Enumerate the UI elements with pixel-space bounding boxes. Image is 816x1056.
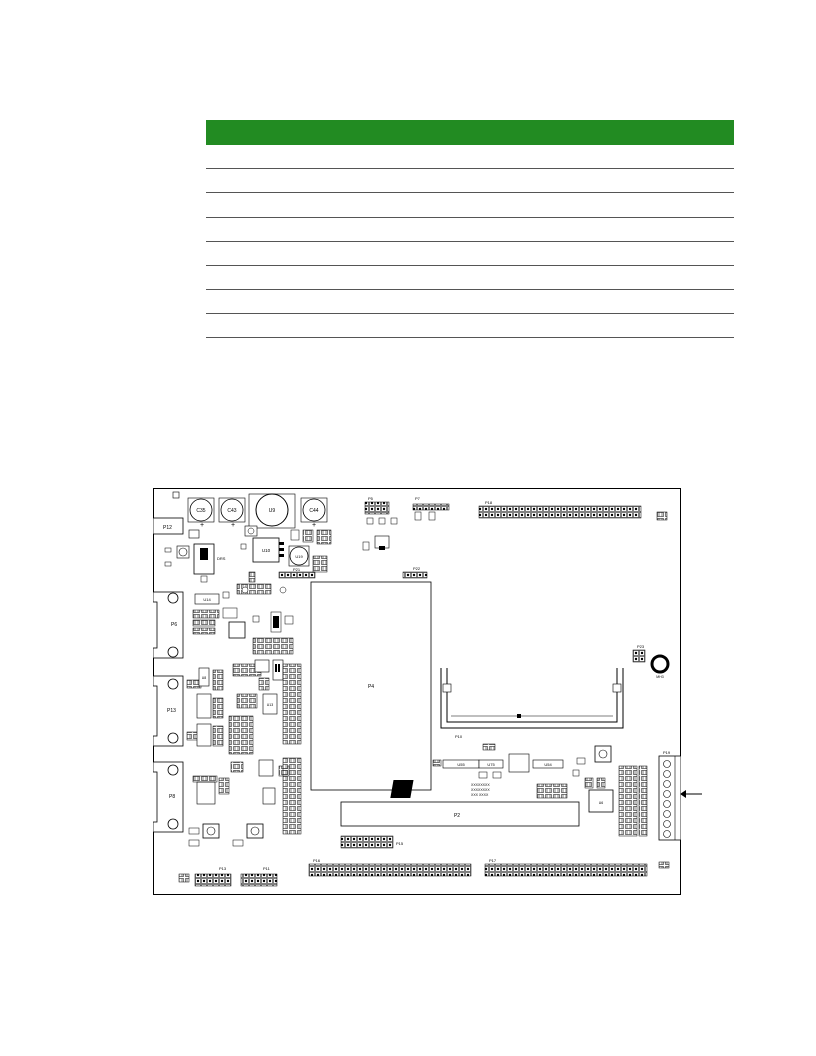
connector-p16: P16 [308,858,472,877]
u75-label: U75 [487,762,495,767]
board-layout-figure: C35 + C43 + U9 C44 + P12 DRS [148,488,682,895]
connector-p21: P21 [278,567,316,579]
ic-u55: U55 [442,759,480,769]
p23-label: P23 [637,644,645,649]
connector-p18: P18 [478,500,642,519]
u13-label: U13 [267,703,273,707]
logo-line-3: XXX XXXX [471,793,489,797]
inductor-u9: U9 [248,493,296,529]
capacitor-c35: C35 + [187,497,215,529]
connector-p12: P12 [152,517,184,535]
sodimm-socket-p10: P10 [440,665,624,739]
p13-label: P13 [167,708,176,714]
u6-label: U6 [599,801,604,805]
connector-p13-header: P13 [194,866,232,887]
ic-u8: U8 [198,667,210,687]
svg-text:+: + [231,522,235,529]
table-rule [206,192,734,193]
p11-label: P11 [263,866,271,871]
board-diagram: C35 + C43 + U9 C44 + P12 DRS [148,488,682,895]
svg-text:+: + [312,522,316,529]
connector-p7: P7 [412,496,450,511]
p21-label: P21 [293,567,301,572]
module-socket-p4: P4 [310,581,432,791]
table-rule [206,337,734,338]
p15-label: P15 [396,841,404,846]
connector-p17: P17 [484,858,648,877]
table-rule [206,289,734,290]
p2-label: P2 [454,813,460,819]
db9-connector-p13: P13 [148,675,184,747]
connector-p22: P22 [402,566,428,579]
p4-label: P4 [368,684,374,690]
c44-label: C44 [309,508,318,514]
table-rule [206,241,734,242]
p5-label: P5 [368,496,374,501]
u10-label: U10 [262,548,271,553]
connector-p5: P5 [364,496,390,515]
connector-p23: P23 [632,644,646,663]
db9-connector-p8: P8 [148,761,184,833]
switch-drs: DRS [193,543,226,575]
table-rule [206,168,734,169]
p22-label: P22 [413,566,421,571]
ic-u10: U10 [252,537,284,563]
p6-label: P6 [171,622,177,628]
c35-label: C35 [196,508,205,514]
pushbutton-sw3 [594,745,612,763]
u8-label: U8 [202,676,207,680]
ic-u75: U75 [478,759,504,769]
u19-label: U19 [295,554,303,559]
pushbutton-sw4 [202,823,220,839]
p7-label: P7 [415,496,421,501]
ic-u14: U14 [194,593,220,605]
u14-label: U14 [203,597,211,602]
connector-p15: P15 [340,835,404,849]
capacitor-c43: C43 + [218,497,246,529]
svg-text:P13: P13 [219,866,227,871]
mh3-label: MH3 [656,675,663,679]
u9-label: U9 [269,508,276,514]
drs-label: DRS [217,556,226,561]
u55-label: U55 [457,762,465,767]
logo-line-1: XXXXXXXX [471,783,490,787]
p16-label: P16 [313,858,321,863]
table-rule [206,265,734,266]
ic-u6: U6 [588,789,614,813]
terminal-block-p19: P19 [658,750,682,841]
svg-text:+: + [200,522,204,529]
ic-u13: U13 [262,693,278,715]
table-rule [206,313,734,314]
p12-label: P12 [163,525,172,531]
mounting-hole-mh3: MH3 [650,654,670,679]
connector-p2: P2 [340,801,580,827]
p19-label: P19 [663,750,671,755]
manufacturer-logo-block: XXXXXXXX XXXXXXXX XXX XXXX [390,780,490,798]
p10-label: P10 [455,734,463,739]
table-header-bar [206,120,734,145]
p18-label: P18 [485,500,493,505]
c43-label: C43 [227,508,236,514]
table-rule [206,217,734,218]
pushbutton-sw5 [246,823,264,839]
u54-label: U54 [544,762,552,767]
connector-p11: P11 [240,866,278,887]
db9-connector-p6: P6 [148,591,184,659]
p8-label: P8 [169,794,175,800]
ic-u19: U19 [288,545,310,567]
callout-arrow [680,790,702,798]
ic-u54: U54 [532,759,564,769]
p17-label: P17 [489,858,497,863]
logo-line-2: XXXXXXXX [471,788,490,792]
capacitor-c44: C44 + [300,497,328,529]
